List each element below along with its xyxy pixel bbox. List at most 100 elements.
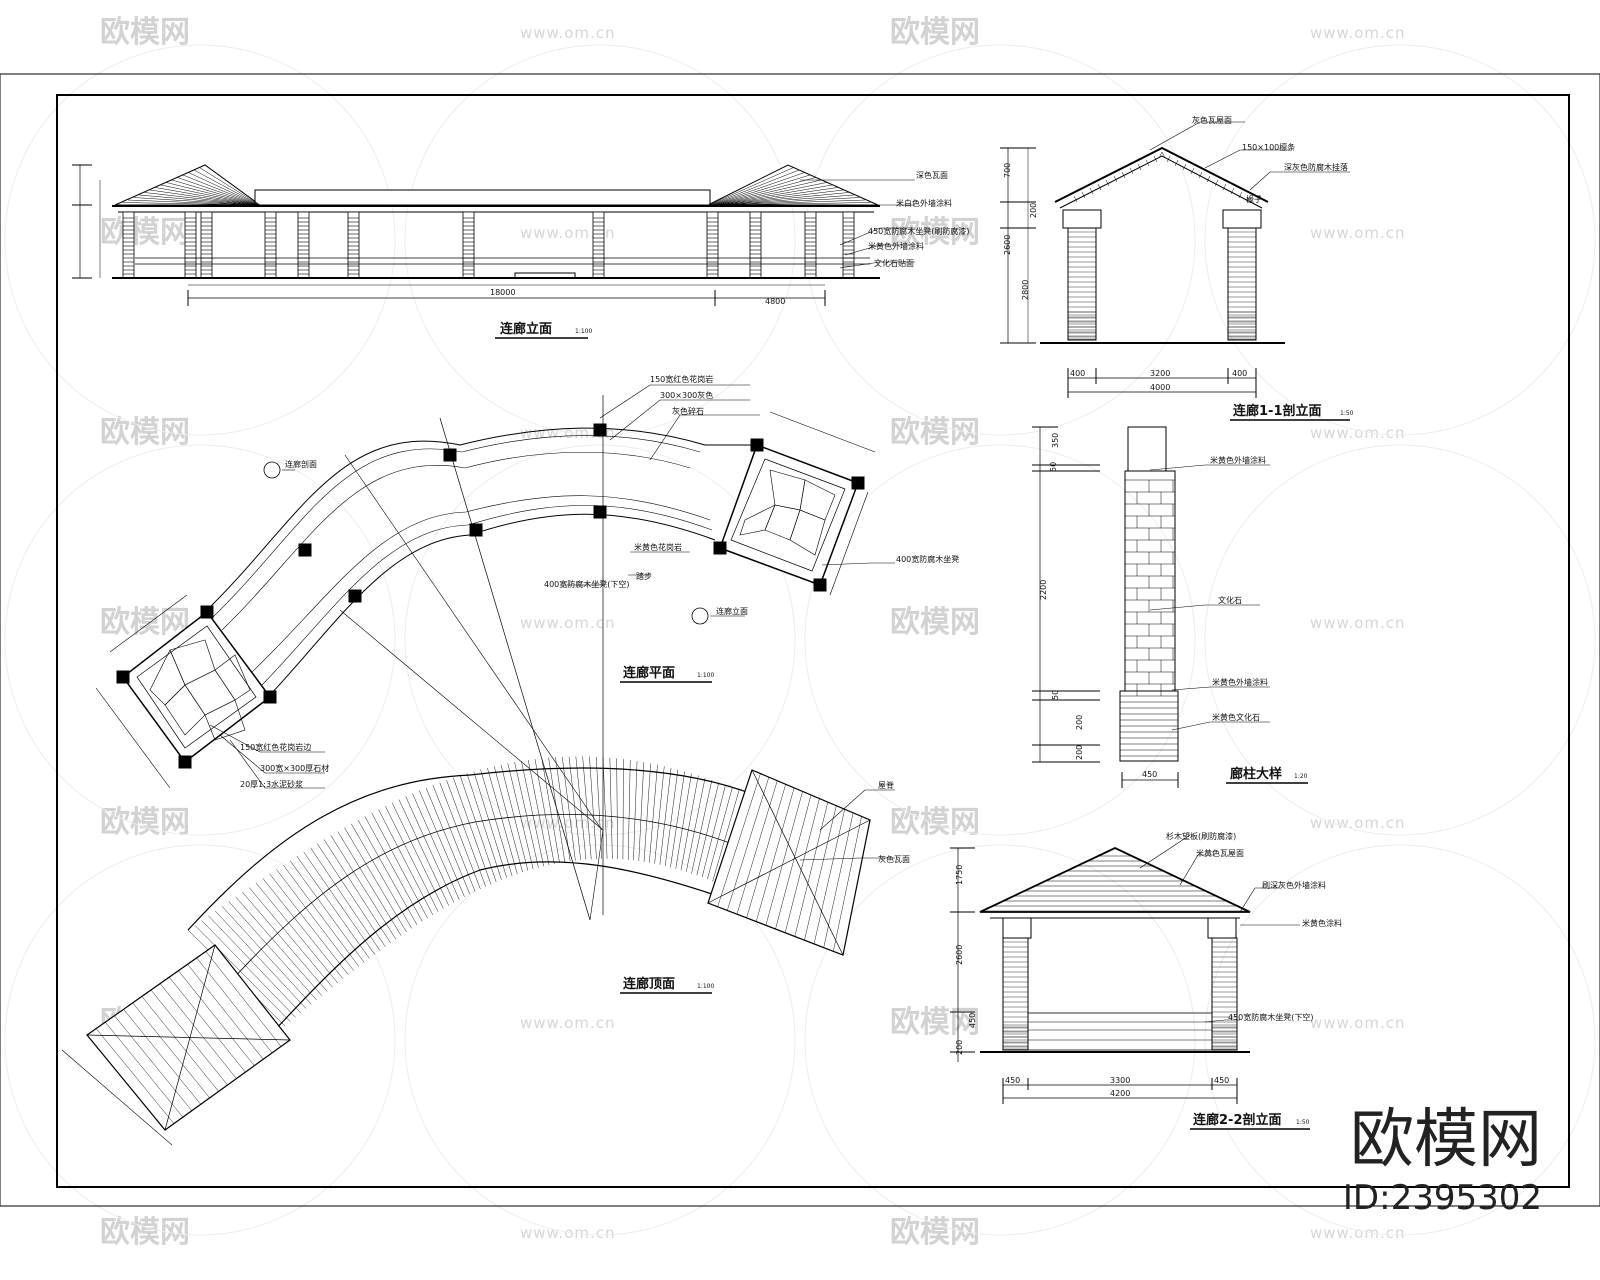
column-note-2: 文化石 xyxy=(1218,595,1242,605)
watermark-brand: 欧模网 xyxy=(100,1215,190,1250)
watermark-url: www.om.cn xyxy=(1310,24,1406,42)
section1-dim-h1: 700 xyxy=(1003,163,1012,178)
front-elevation-scale: 1:100 xyxy=(575,328,592,335)
section1-note-4: 椽子 xyxy=(1246,194,1262,204)
plan-column xyxy=(713,541,727,555)
section2-dim-h4: 200 xyxy=(955,1040,964,1055)
watermark-brand: 欧模网 xyxy=(890,15,980,50)
section1-column-right xyxy=(1227,227,1257,341)
outer-frame xyxy=(0,73,1600,1207)
front-roof-hatch xyxy=(122,164,871,206)
section1-dim-w3: 400 xyxy=(1232,369,1247,378)
plan-scale: 1:100 xyxy=(697,672,714,679)
watermark-brand: 欧模网 xyxy=(890,605,980,640)
front-dim-bay: 4800 xyxy=(765,297,785,306)
plan-column xyxy=(469,523,483,537)
plan-note-12: 连廊立面 xyxy=(716,606,748,616)
watermark-brand: 欧模网 xyxy=(890,805,980,840)
section2-dim-h3: 450 xyxy=(968,1013,977,1028)
column-detail-title: 廊柱大样 xyxy=(1230,766,1282,782)
section2-note-1: 杉木望板(刷防腐漆) xyxy=(1166,831,1236,841)
section1-dim-w1: 400 xyxy=(1070,369,1085,378)
watermark-brand: 欧模网 xyxy=(100,215,190,250)
watermark-url: www.om.cn xyxy=(520,224,616,242)
column-dim-h1: 350 xyxy=(1051,433,1060,448)
column-note-3: 米黄色外墙涂料 xyxy=(1212,677,1268,687)
plan-column xyxy=(851,476,865,490)
section1-column-left xyxy=(1067,227,1097,341)
section1-scale: 1:50 xyxy=(1340,410,1354,417)
roof-plan-scale: 1:100 xyxy=(697,983,714,990)
section1-title: 连廊1-1剖立面 xyxy=(1233,403,1322,419)
front-elevation-title: 连廊立面 xyxy=(500,321,552,337)
plan-note-6: 400宽防腐木坐凳 xyxy=(896,554,959,564)
section2-bench xyxy=(1027,1012,1213,1051)
plan-column xyxy=(750,438,764,452)
section2-title: 连廊2-2剖立面 xyxy=(1193,1112,1282,1128)
section1-dim-h4: 2800 xyxy=(1021,280,1030,300)
watermark-ring xyxy=(1204,44,1596,436)
inner-frame xyxy=(56,94,1570,1188)
section1-dim-h3: 2600 xyxy=(1003,235,1012,255)
watermark-brand: 欧模网 xyxy=(100,605,190,640)
roof-note-2: 灰色瓦面 xyxy=(878,854,910,864)
section2-dim-h1: 1750 xyxy=(955,865,964,885)
watermark-brand: 欧模网 xyxy=(890,415,980,450)
column-cap xyxy=(1127,426,1167,472)
watermark-brand: 欧模网 xyxy=(890,1215,980,1250)
front-note-3: 450宽防腐木坐凳(刷防腐漆) xyxy=(868,226,970,236)
roof-band-inner xyxy=(274,861,716,1031)
section2-dim-w3: 450 xyxy=(1214,1076,1229,1085)
column-dim-h4: 50 xyxy=(1051,690,1060,700)
section2-note-5: 450宽防腐木坐凳(下空) xyxy=(1228,1012,1314,1022)
watermark-url: www.om.cn xyxy=(520,24,616,42)
section1-dim-h2: 200 xyxy=(1029,203,1038,218)
plan-path-outer xyxy=(204,427,755,613)
plan-note-9: 150宽红色花岗岩边 xyxy=(240,742,311,752)
plan-note-7: 踏步 xyxy=(636,571,652,581)
brand-logo: 欧模网 xyxy=(1350,1103,1542,1177)
plan-note-3: 300×300灰色 xyxy=(660,390,713,400)
plan-column xyxy=(116,670,130,684)
section1-note-3: 深灰色防腐木挂落 xyxy=(1284,162,1348,172)
plan-column xyxy=(593,423,607,437)
front-note-1: 深色瓦面 xyxy=(916,170,948,180)
front-roof-right xyxy=(707,164,879,206)
watermark-brand: 欧模网 xyxy=(100,15,190,50)
watermark-url: www.om.cn xyxy=(1310,1014,1406,1032)
section2-dim-w2: 3300 xyxy=(1110,1076,1130,1085)
section2-note-4: 米黄色涂料 xyxy=(1302,918,1342,928)
plan-column xyxy=(298,543,312,557)
plan-column xyxy=(178,755,192,769)
section-1-view xyxy=(1000,121,1350,398)
section-2-view xyxy=(950,834,1300,1104)
plan-column xyxy=(593,505,607,519)
section2-scale: 1:50 xyxy=(1296,1119,1310,1126)
column-note-4: 米黄色文化石 xyxy=(1212,712,1260,722)
plan-column xyxy=(263,690,277,704)
plan-note-2: 150宽红色花岗岩 xyxy=(650,374,713,384)
watermark-brand: 欧模网 xyxy=(100,415,190,450)
column-detail-scale: 1:20 xyxy=(1294,773,1308,780)
plan-section-marker xyxy=(263,461,281,479)
watermark-ring xyxy=(4,44,396,436)
watermark-brand: 欧模网 xyxy=(890,215,980,250)
section1-roof xyxy=(1054,146,1269,203)
section2-note-3: 刷深灰色外墙涂料 xyxy=(1262,880,1326,890)
roof-plan-title: 连廊顶面 xyxy=(623,976,675,992)
watermark-ring xyxy=(404,844,796,1236)
watermark-ring xyxy=(1204,444,1596,836)
roof-hip-right xyxy=(707,769,871,956)
column-dim-h3: 2200 xyxy=(1039,580,1048,600)
watermark-url: www.om.cn xyxy=(1310,1224,1406,1242)
front-note-5: 文化石贴面 xyxy=(874,258,914,268)
watermark-url: www.om.cn xyxy=(520,1224,616,1242)
section2-dim-h2: 2600 xyxy=(955,945,964,965)
watermark-ring xyxy=(4,844,396,1236)
plan-elevation-marker xyxy=(691,607,709,625)
section1-note-2: 150×100檩条 xyxy=(1242,142,1295,152)
watermark-brand: 欧模网 xyxy=(100,805,190,840)
brand-mark: 欧模网 ID:2395302 xyxy=(1343,1108,1542,1218)
